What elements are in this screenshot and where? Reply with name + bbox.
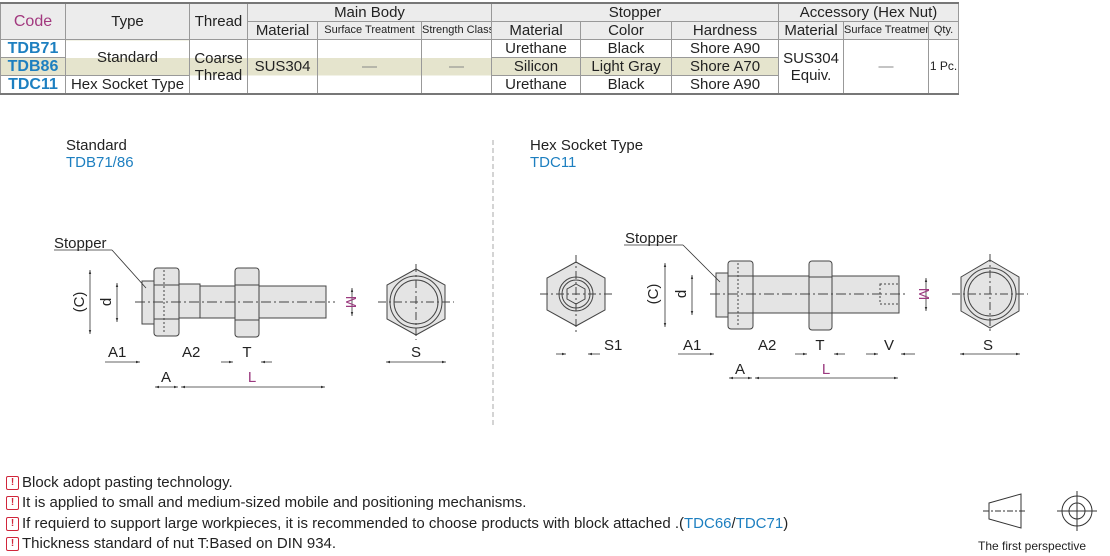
note-text: Block adopt pasting technology. xyxy=(22,474,233,491)
warning-icon: ! xyxy=(6,495,19,510)
right-bolt-side-view xyxy=(710,260,905,331)
row-thread: Coarse Thread xyxy=(189,39,248,95)
row-st-material: Urethane xyxy=(491,39,582,58)
dim-label: A1 xyxy=(683,337,701,354)
row-st-color: Black xyxy=(580,39,673,58)
right-drawing-codes: TDC11 xyxy=(530,154,577,171)
left-bolt-side-view xyxy=(135,267,335,338)
row-type: Hex Socket Type xyxy=(65,75,190,95)
header-ac-material: Material xyxy=(778,21,845,40)
header-accessory: Accessory (Hex Nut) xyxy=(778,2,960,22)
left-end-view xyxy=(378,264,454,340)
header-mb-material: Material xyxy=(247,21,318,40)
note-text: If requierd to support large workpieces,… xyxy=(22,515,684,532)
dim-label: S xyxy=(411,344,421,361)
header-st-hardness: Hardness xyxy=(671,21,780,40)
table-row: TDC11 Hex Socket Type Urethane Black Sho… xyxy=(0,75,959,95)
row-ac-qty: 1 Pc. xyxy=(928,39,960,95)
note-item: !Thickness standard of nut T:Based on DI… xyxy=(4,535,336,552)
warning-icon: ! xyxy=(6,516,19,531)
note-separator: / xyxy=(731,515,736,532)
dim-label: d xyxy=(673,290,690,298)
row-st-hardness: Shore A90 xyxy=(671,75,780,95)
left-drawing-codes: TDB71/86 xyxy=(66,154,134,171)
row-ac-surface: — xyxy=(843,39,930,95)
projection-label: The first perspective xyxy=(978,539,1086,553)
table-row: TDB71 Standard Coarse Thread SUS304 — — … xyxy=(0,39,960,95)
dim-label: A2 xyxy=(758,337,776,354)
row-code: TDC11 xyxy=(0,75,66,95)
table-row: TDB86 Silicon Light Gray Shore A70 xyxy=(0,57,959,76)
header-mb-strength: Strength Class xyxy=(420,21,493,40)
row-ac-material: SUS304 Equiv. xyxy=(778,39,845,95)
warning-icon: ! xyxy=(6,475,19,490)
note-item: !It is applied to small and medium-sized… xyxy=(4,494,526,511)
left-stopper-label: Stopper xyxy=(54,235,107,252)
dim-label: T xyxy=(242,344,251,361)
note-close: ) xyxy=(783,515,789,532)
dim-label: V xyxy=(884,337,894,354)
link-tdc71[interactable]: TDC71 xyxy=(735,515,784,532)
dim-label: (C) xyxy=(71,292,88,313)
link-tdc66[interactable]: TDC66 xyxy=(684,515,732,532)
dim-label: M xyxy=(342,296,359,309)
header-ac-surface: Surface Treatment xyxy=(843,21,930,40)
row-st-material: Urethane xyxy=(491,75,582,95)
header-mb-surface: Surface Treatment xyxy=(317,21,422,40)
right-stopper-label: Stopper xyxy=(625,230,678,247)
row-st-hardness: Shore A70 xyxy=(671,57,780,76)
dim-label: (C) xyxy=(645,284,662,305)
header-code: Code xyxy=(0,2,66,40)
right-end-view xyxy=(952,254,1028,334)
row-st-color: Black xyxy=(580,75,673,95)
dim-label: M xyxy=(915,288,932,301)
row-type: Standard xyxy=(65,39,190,76)
right-drawing-title: Hex Socket Type xyxy=(530,137,644,154)
header-thread: Thread xyxy=(189,2,248,40)
note-text: It is applied to small and medium-sized … xyxy=(22,494,527,511)
dim-label: L xyxy=(822,361,830,378)
note-item: !If requierd to support large workpieces… xyxy=(4,515,788,532)
first-angle-projection-icon xyxy=(983,491,1097,531)
dim-label: d xyxy=(98,298,115,306)
dim-label: S1 xyxy=(604,337,622,354)
dim-label: S xyxy=(983,337,993,354)
dim-label: A1 xyxy=(108,344,126,361)
right-socket-end-view xyxy=(540,255,612,333)
dim-label: T xyxy=(815,337,824,354)
row-code: TDB86 xyxy=(0,57,66,76)
row-mb-strength: — xyxy=(420,39,493,95)
header-ac-qty: Qty. xyxy=(928,21,960,40)
note-text: Thickness standard of nut T:Based on DIN… xyxy=(22,535,337,552)
row-st-material: Silicon xyxy=(491,57,582,76)
note-item: !Block adopt pasting technology. xyxy=(4,474,233,491)
row-st-color: Light Gray xyxy=(580,57,673,76)
row-mb-surface: — xyxy=(317,39,422,95)
spec-table: Code Type Thread Main Body Stopper Acces… xyxy=(0,2,960,95)
dim-label: L xyxy=(248,369,256,386)
warning-icon: ! xyxy=(6,536,19,551)
left-drawing-title: Standard xyxy=(66,137,127,154)
dim-label: A xyxy=(735,361,745,378)
dim-label: A2 xyxy=(182,344,200,361)
dim-label: A xyxy=(161,369,171,386)
